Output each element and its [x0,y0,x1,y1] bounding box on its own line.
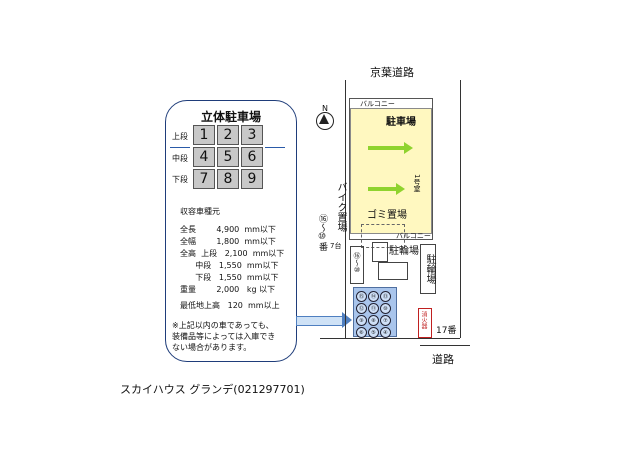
level-line-top [170,147,190,148]
road-line-right [460,80,461,338]
garbage-label: ゴミ置場 [367,210,407,221]
bike-slot: ⑥ [356,327,367,338]
bike-slot: ⑫ [356,303,367,314]
spec-line: 中段 1,550 mm以下 [180,261,279,270]
spec-line: 下段 1,550 mm以下 [180,273,279,282]
parking-grid: 1 2 3 4 5 6 7 8 9 [193,125,263,189]
bicycle-label-side: 駐輪場 [424,254,435,284]
north-arrow-icon [316,112,334,130]
grid-cell: 5 [217,147,239,167]
spec-note: ※上記以内の車であっても、 装備品等によっては入庫でき ない場合があります。 [172,321,276,352]
road-line-bottom-2 [420,345,470,346]
grid-cell: 4 [193,147,215,167]
parking-arrow-1 [368,146,404,150]
grid-cell: 6 [241,147,263,167]
parking-arrow-1-head [404,142,413,154]
parking-area [350,108,432,234]
bike-slot: ⑨ [356,315,367,326]
spec-line: 全高 上段 2,100 mm以下 [180,249,285,258]
level-label-lower: 下段 [172,175,188,184]
bike-range-small: ⑯〜⑩ [353,252,361,274]
spec-line: 全幅 1,800 mm以下 [180,237,276,246]
bike-parking-label: バイク置場 [335,182,346,232]
bike-slot-box [350,246,364,284]
pointer-arrow-head [342,312,352,328]
bike-slot: ⑬ [380,291,391,302]
bicycle-area-bottom [378,262,408,280]
spec-line: 最低地上高 120 mm以上 [180,301,280,310]
bicycle-area-side [420,244,436,294]
grid-cell: 2 [217,125,239,145]
grid-cell: 8 [217,169,239,189]
north-label: N [322,104,328,113]
bike-slot: ⑭ [368,291,379,302]
card-title: 立体駐車場 [200,110,261,124]
level-line-top-right [265,147,285,148]
level-label-middle: 中段 [172,154,188,163]
unit-label: 1号室 [413,174,421,193]
balcony-top-label: バルコニー [360,100,395,108]
building-outline [349,98,433,240]
road-line-bottom [320,338,460,339]
grid-cell: 7 [193,169,215,189]
balcony-bottom-label: バルコニー [396,232,431,240]
pointer-arrow [296,316,344,326]
parking-info-card [165,100,297,362]
north-arrow-pointer [319,114,329,124]
bike-slot: ⑦ [380,315,391,326]
bike-slot: ⑮ [356,291,367,302]
spec-line: 重量 2,000 kg 以下 [180,285,276,294]
parking-arrow-2-head [396,183,405,195]
spec-heading: 収容車種元 [180,207,220,216]
bicycle-label-top: 駐輪場 [389,246,419,257]
road-line-left [345,80,346,338]
parking-arrow-2 [368,187,396,191]
property-caption: スカイハウス グランデ(021297701) [120,383,305,396]
bike-slot: ⑩ [380,303,391,314]
bicycle-area-top [372,242,388,262]
dashed-area [361,224,405,248]
bike-slot: ⑧ [368,315,379,326]
level-label-upper: 上段 [172,132,188,141]
fire-extinguisher-box [418,308,432,338]
bike-slot: ⑤ [368,327,379,338]
lot-17-label: 17番 [436,326,457,336]
bike-slot: ④ [380,327,391,338]
parking-label: 駐車場 [386,117,416,128]
spec-line: 全長 4,900 mm以下 [180,225,276,234]
road-label-top: 京葉道路 [370,66,414,79]
bike-slot: ⑪ [368,303,379,314]
grid-cell: 9 [241,169,263,189]
bike-count-label: 7台 [330,242,342,250]
bike-circle-grid: ⑮ ⑭ ⑬ ⑫ ⑪ ⑩ ⑨ ⑧ ⑦ ⑥ ⑤ ④ [356,291,391,338]
fire-extinguisher-label: 消火器 [420,311,427,329]
bike-range-label: ⑯〜⑩番 [317,214,327,251]
road-label-bottom: 道路 [432,353,454,366]
grid-cell: 1 [193,125,215,145]
grid-cell: 3 [241,125,263,145]
